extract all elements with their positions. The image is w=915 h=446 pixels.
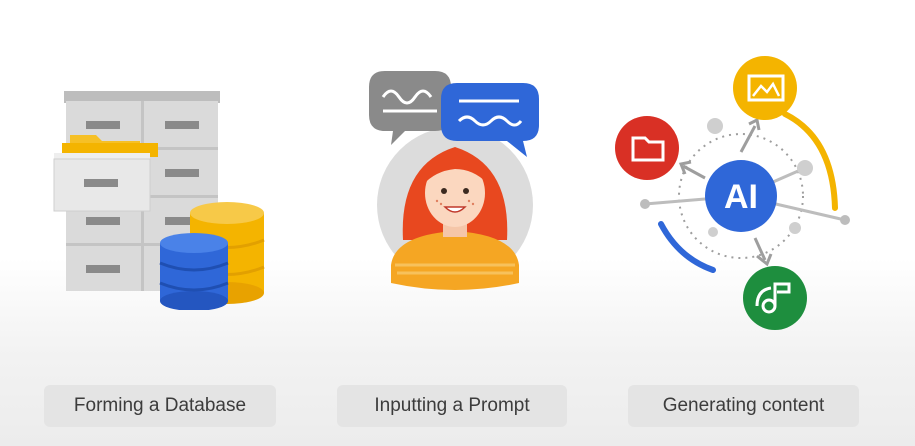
ai-label: AI — [724, 178, 758, 216]
file-cabinet-database-icon — [53, 91, 265, 310]
step-label-generating-content: Generating content — [628, 385, 859, 427]
step-label-forming-database: Forming a Database — [44, 385, 276, 427]
person-speech-bubbles-icon — [369, 71, 539, 290]
step-label-inputting-prompt: Inputting a Prompt — [337, 385, 567, 427]
ai-hub-icon: AI — [615, 56, 850, 330]
